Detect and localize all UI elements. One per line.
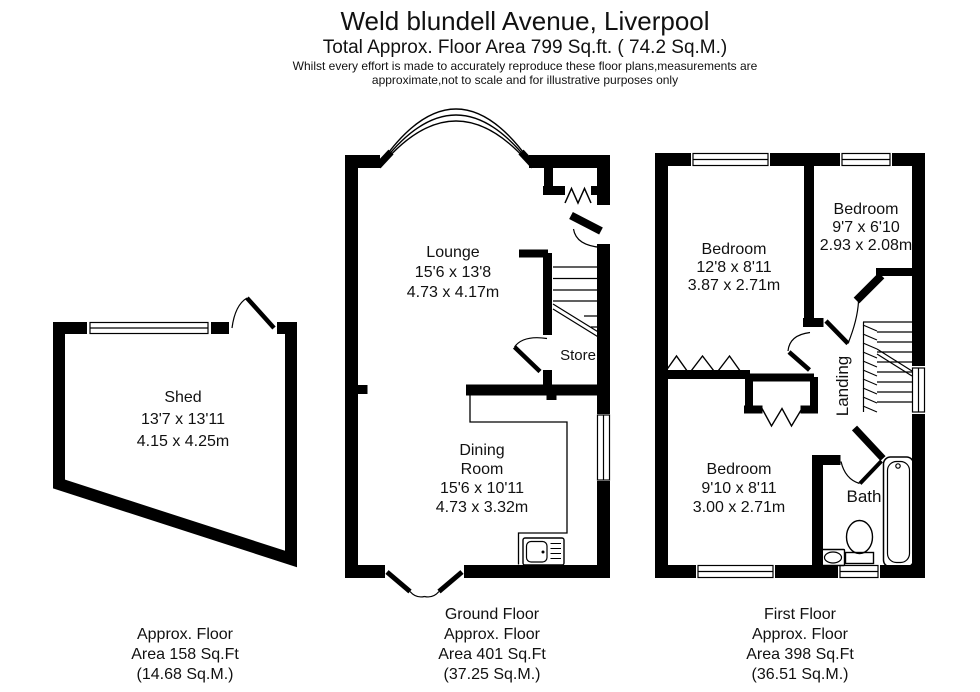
shed-footer-line2: Area 158 Sq.Ft xyxy=(131,646,239,663)
bath-door xyxy=(840,459,883,485)
shed-plan xyxy=(53,296,297,568)
ground-footer-line1: Ground Floor xyxy=(444,606,540,623)
ground-interior-walls xyxy=(345,384,610,400)
dining-window xyxy=(596,414,611,481)
shed-dim-metric: 4.15 x 4.25m xyxy=(136,433,230,450)
hall-door-arc xyxy=(572,228,602,249)
bedroom1-door xyxy=(787,331,811,372)
bedroom1-dim-imperial: 12'8 x 8'11 xyxy=(696,259,772,276)
dining-room-label: Dining Room 15'6 x 10'11 4.73 x 3.32m xyxy=(436,441,529,517)
bow-window xyxy=(375,108,537,169)
bath-label: Bath xyxy=(846,487,882,506)
bedroom2-name: Bedroom xyxy=(833,201,899,218)
disclaimer-line-1: Whilst every effort is made to accuratel… xyxy=(292,59,758,73)
shed-label: Shed 13'7 x 13'11 4.15 x 4.25m xyxy=(137,387,230,453)
shed-door-arc xyxy=(231,297,248,329)
disclaimer-line-2: approximate,not to scale and for illustr… xyxy=(371,73,679,87)
wardrobe-zigzag xyxy=(662,354,744,376)
ground-footer-line4: (37.25 Sq.M.) xyxy=(443,666,541,683)
first-footer-line1: First Floor xyxy=(764,606,836,623)
shed-door-leaf xyxy=(245,296,276,330)
dining-name-line2: Room xyxy=(460,461,504,478)
first-staircase xyxy=(862,321,913,413)
first-footer-line4: (36.51 Sq.M.) xyxy=(751,666,849,683)
store-label: Store xyxy=(560,347,596,364)
bedroom2-window xyxy=(841,152,891,167)
bedroom2-dim-imperial: 9'7 x 6'10 xyxy=(832,219,900,236)
bedroom1-label: Bedroom 12'8 x 8'11 3.87 x 2.71m xyxy=(688,241,781,295)
bedroom3-dim-metric: 3.00 x 2.71m xyxy=(692,499,786,516)
ground-staircase xyxy=(519,249,598,391)
hall-door-leaf xyxy=(569,211,603,235)
ground-floor-footer: Ground Floor Approx. Floor Area 401 Sq.F… xyxy=(438,605,546,685)
lounge-name: Lounge xyxy=(426,244,480,261)
ground-footer-line3: Area 401 Sq.Ft xyxy=(438,646,546,663)
kitchen-counter xyxy=(469,395,568,565)
page-title: Weld blundell Avenue, Liverpool xyxy=(340,6,710,36)
shed-window xyxy=(87,320,211,336)
total-area-subtitle: Total Approx. Floor Area 799 Sq.ft. ( 74… xyxy=(322,37,728,58)
first-floor-walls xyxy=(655,153,925,578)
first-footer-line3: Area 398 Sq.Ft xyxy=(746,646,854,663)
dining-dim-imperial: 15'6 x 10'11 xyxy=(439,480,525,497)
ground-footer-line2: Approx. Floor xyxy=(443,626,541,643)
bedroom3-name: Bedroom xyxy=(706,461,772,478)
bedroom1-window xyxy=(692,152,769,167)
lounge-dim-imperial: 15'6 x 13'8 xyxy=(414,264,492,281)
bath-window xyxy=(839,564,879,579)
toilet xyxy=(844,519,875,565)
lounge-label: Lounge 15'6 x 13'8 4.73 x 4.17m xyxy=(407,243,500,303)
bedroom2-dim-metric: 2.93 x 2.08m xyxy=(819,237,913,254)
shed-footer: Approx. Floor Area 158 Sq.Ft (14.68 Sq.M… xyxy=(131,625,239,685)
shed-door xyxy=(229,296,277,337)
shed-footer-line3: (14.68 Sq.M.) xyxy=(136,666,234,683)
bedroom3-dim-imperial: 9'10 x 8'11 xyxy=(701,480,777,497)
bedroom2-door xyxy=(824,301,860,346)
first-interior-walls xyxy=(661,166,912,571)
first-footer-line2: Approx. Floor xyxy=(751,626,849,643)
first-floor-plan xyxy=(655,151,927,581)
first-floor-footer: First Floor Approx. Floor Area 398 Sq.Ft… xyxy=(746,605,854,685)
bathtub xyxy=(882,456,915,568)
wash-basin xyxy=(820,548,846,567)
bedroom2-label: Bedroom 9'7 x 6'10 2.93 x 2.08m xyxy=(820,201,913,255)
bedroom1-name: Bedroom xyxy=(701,241,767,258)
bedroom1-dim-metric: 3.87 x 2.71m xyxy=(687,277,781,294)
lounge-dim-metric: 4.73 x 4.17m xyxy=(406,284,500,301)
shed-name: Shed xyxy=(164,389,202,406)
ground-floor-plan xyxy=(345,108,613,598)
landing-label: Landing xyxy=(833,355,852,417)
porch-door-zigzag xyxy=(564,186,592,205)
bedroom3-window xyxy=(697,564,774,579)
shed-walls xyxy=(53,322,297,568)
entrance-porch xyxy=(543,167,605,249)
closet-door-zigzag xyxy=(761,407,803,428)
shed-dim-imperial: 13'7 x 13'11 xyxy=(140,411,226,428)
shed-footer-line1: Approx. Floor xyxy=(136,626,234,643)
landing-window xyxy=(911,367,926,413)
dining-name-line1: Dining xyxy=(459,442,505,459)
store-door xyxy=(512,337,548,374)
dining-dim-metric: 4.73 x 3.32m xyxy=(435,499,529,516)
kitchen-sink xyxy=(522,537,565,566)
french-doors xyxy=(385,570,464,598)
bedroom3-label: Bedroom 9'10 x 8'11 3.00 x 2.71m xyxy=(693,460,786,517)
